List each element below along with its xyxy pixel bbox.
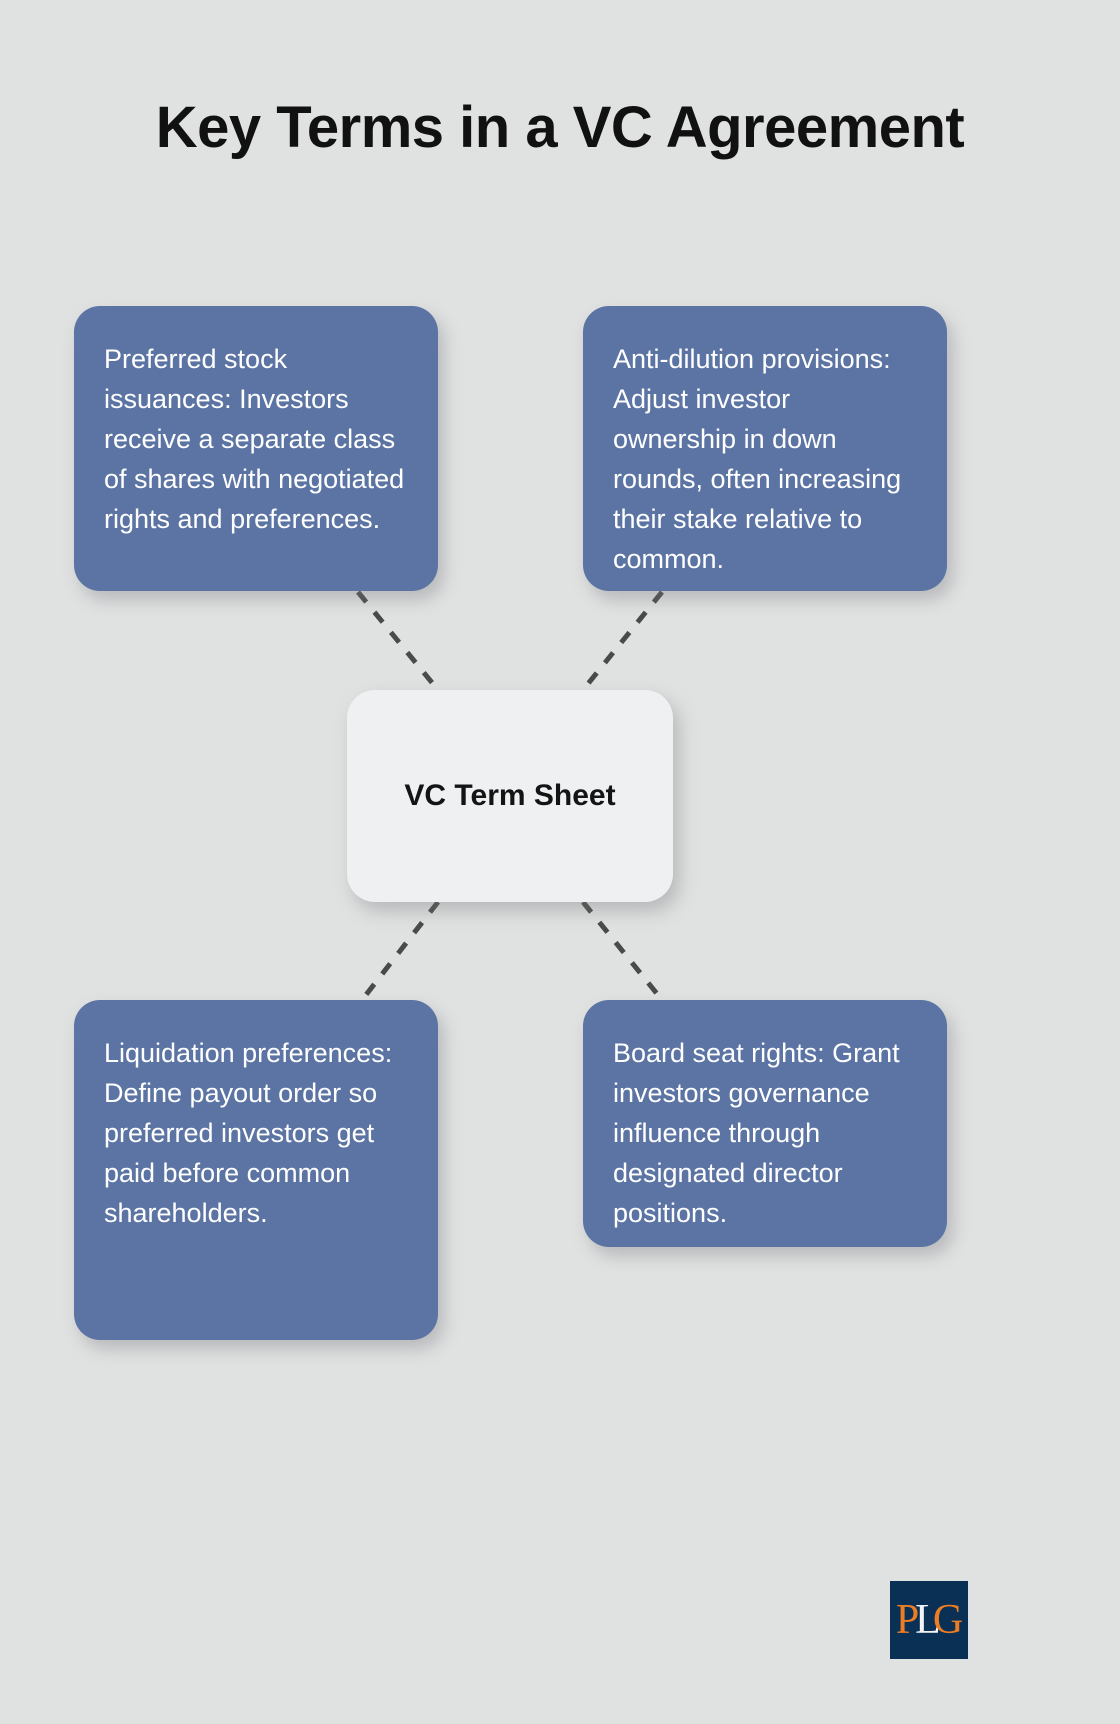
connector-top-left [356, 590, 440, 692]
center-node-vc-term-sheet[interactable]: VC Term Sheet [347, 690, 673, 902]
page-title: Key Terms in a VC Agreement [155, 95, 965, 160]
connector-bottom-right [581, 900, 664, 1002]
plg-logo: PLG [890, 1581, 968, 1659]
term-card-text: Anti-dilution provisions: Adjust investo… [613, 344, 902, 574]
term-card-preferred-stock[interactable]: Preferred stock issuances: Investors rec… [74, 306, 438, 591]
center-node-label: VC Term Sheet [404, 779, 616, 812]
term-card-liquidation-preferences[interactable]: Liquidation preferences: Define payout o… [74, 1000, 438, 1340]
logo-letter-g: G [932, 1597, 963, 1643]
logo-wordmark: PLG [895, 1597, 963, 1643]
term-card-board-seat-rights[interactable]: Board seat rights: Grant investors gover… [583, 1000, 947, 1247]
connector-top-right [581, 590, 664, 692]
term-card-text: Preferred stock issuances: Investors rec… [104, 344, 405, 534]
term-card-text: Liquidation preferences: Define payout o… [104, 1038, 393, 1228]
logo-letter-l: L [915, 1597, 941, 1643]
term-card-text: Board seat rights: Grant investors gover… [613, 1038, 900, 1228]
term-card-anti-dilution[interactable]: Anti-dilution provisions: Adjust investo… [583, 306, 947, 591]
connector-bottom-left [360, 900, 440, 1002]
logo-letter-p: P [895, 1597, 919, 1643]
